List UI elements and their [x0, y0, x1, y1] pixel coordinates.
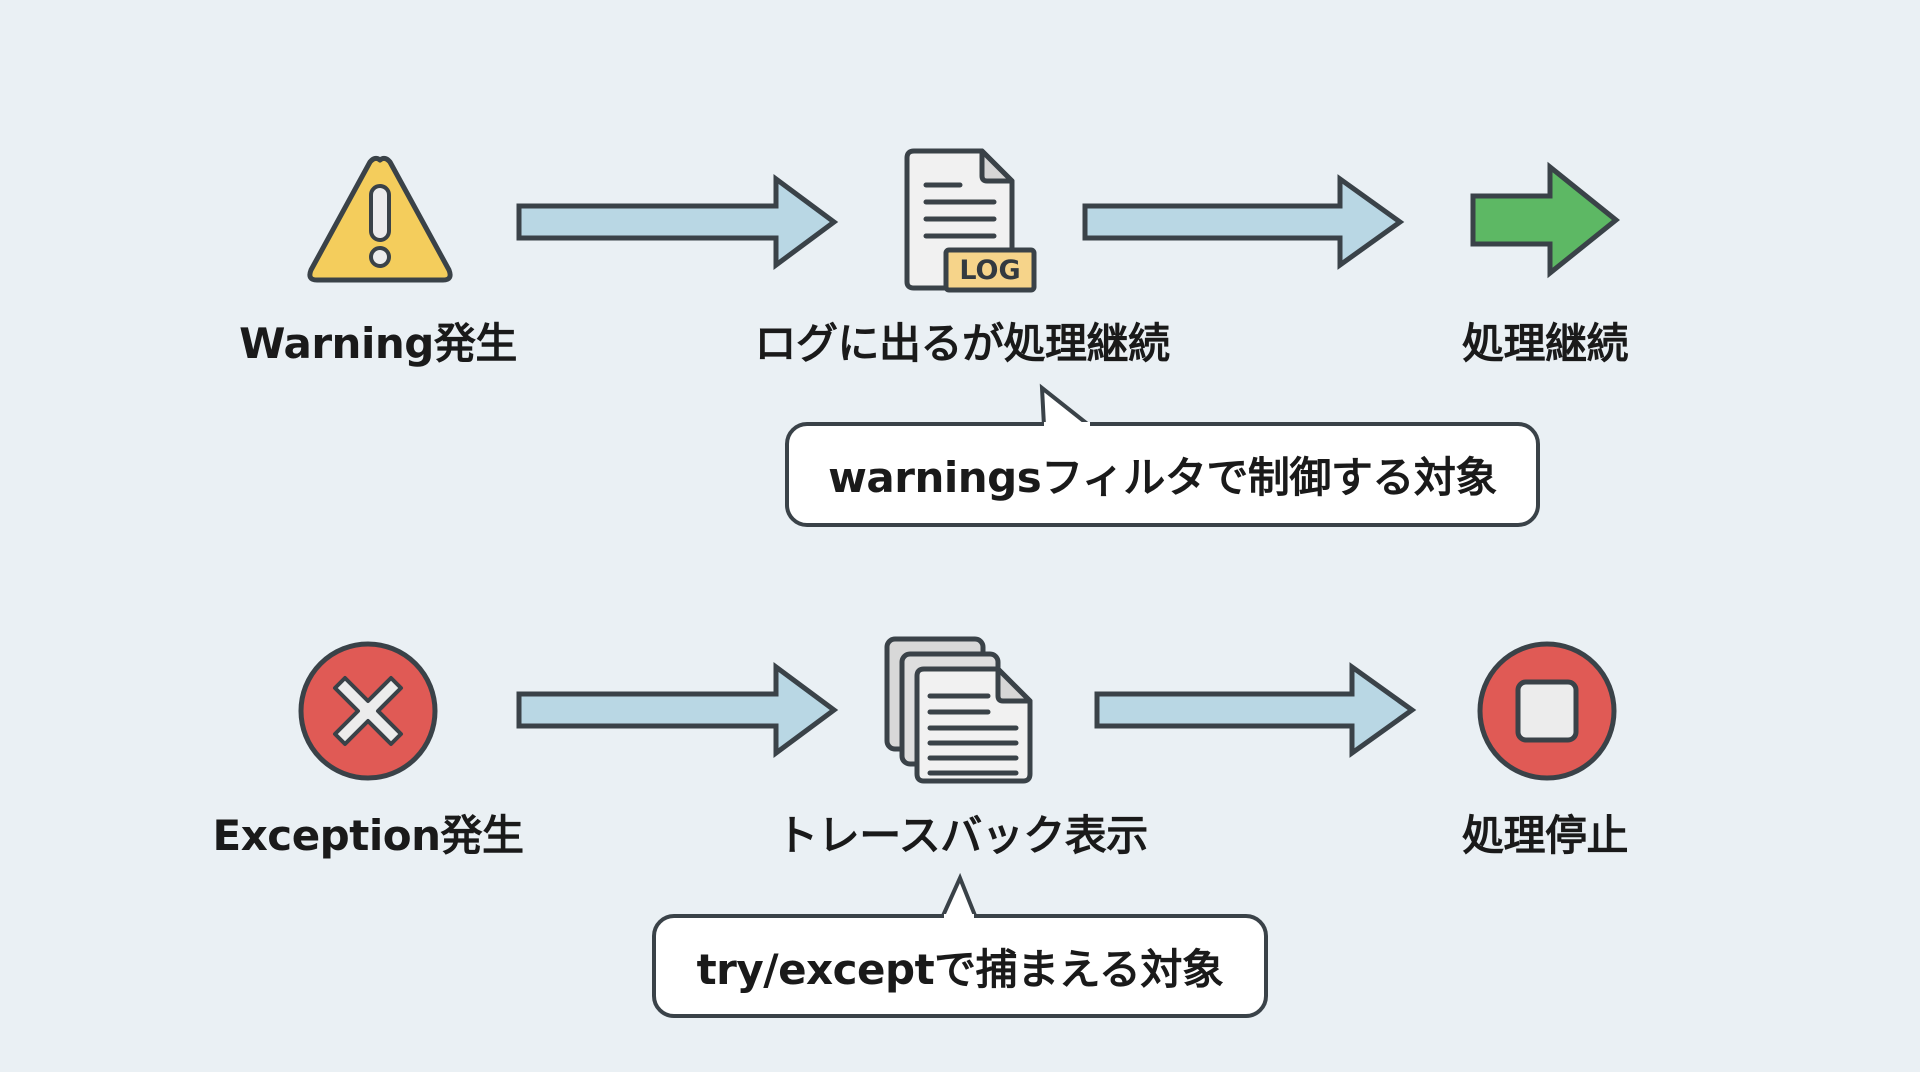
- warning-middle-label: ログに出るが処理継続: [754, 319, 1170, 368]
- callout-pointer: [938, 872, 979, 920]
- log-tag-text: LOG: [959, 255, 1021, 286]
- traceback-documents-icon: [884, 636, 1033, 784]
- green-arrow-icon: [1470, 161, 1620, 279]
- warning-end-label: 処理継続: [1461, 319, 1629, 368]
- flow-arrow-icon: [1082, 174, 1405, 270]
- warning-start-label: Warning発生: [239, 319, 517, 368]
- flow-arrow-icon: [1094, 662, 1417, 758]
- warnings-filter-callout: warningsフィルタで制御する対象: [785, 422, 1540, 527]
- error-x-circle-icon: [298, 641, 438, 781]
- callout-pointer-cover: [1044, 422, 1090, 428]
- exception-end-label: 処理停止: [1461, 811, 1629, 860]
- flow-arrow-icon: [516, 662, 839, 758]
- exception-middle-label: トレースバック表示: [776, 811, 1148, 860]
- callout-pointer-cover: [944, 914, 974, 920]
- warning-triangle-icon: [307, 155, 453, 283]
- callout-pointer: [1039, 383, 1096, 428]
- log-document-icon: [904, 148, 1037, 293]
- stop-circle-icon: [1477, 641, 1617, 781]
- exception-start-label: Exception発生: [212, 811, 524, 860]
- flow-arrow-icon: [516, 174, 839, 270]
- try-except-callout: try/exceptで捕まえる対象: [652, 914, 1268, 1018]
